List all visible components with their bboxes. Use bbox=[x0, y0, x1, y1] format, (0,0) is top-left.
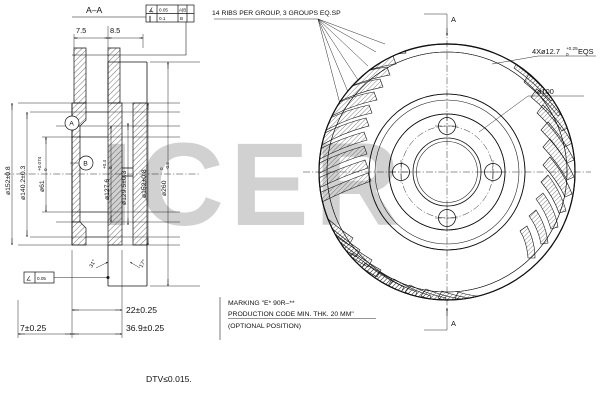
note-line-3: (OPTIONAL POSITION) bbox=[228, 323, 301, 330]
ribs-note-group: 14 RIBS PER GROUP, 3 GROUPS EQ.SP bbox=[212, 10, 386, 105]
dim-label-d61-sub: 0 bbox=[43, 168, 48, 171]
dim-8-5: 8.5 bbox=[110, 26, 120, 35]
fcf-datum-row2: B bbox=[180, 16, 183, 21]
bolt-hole-sup: +0.25 bbox=[566, 46, 578, 51]
datum-b-label: B bbox=[83, 161, 88, 168]
rib-group-3 bbox=[478, 44, 575, 259]
section-title: A–A bbox=[86, 5, 103, 15]
dim-label-d61-sup: +0.074 bbox=[37, 156, 42, 171]
note-line-1: MARKING "E* 90R–** bbox=[228, 300, 295, 307]
chamfer-right-angle: 17° bbox=[139, 259, 148, 269]
fcf-tol-row2: 0.1 bbox=[159, 16, 166, 21]
note-line-2: PRODUCTION CODE MIN. THK. 20 MM" bbox=[228, 311, 354, 318]
dim-7-5: 7.5 bbox=[76, 26, 86, 35]
footer-note: DTV≤0.015. bbox=[146, 374, 192, 384]
bolt-hole-sub: 0 bbox=[566, 52, 569, 57]
ribs-note: 14 RIBS PER GROUP, 3 GROUPS EQ.SP bbox=[212, 10, 341, 17]
section-arrow-top: A bbox=[424, 13, 456, 36]
dim-label-d260: ø260 bbox=[161, 180, 168, 196]
bolt-hole-label: 4Xø12.7 bbox=[532, 47, 560, 56]
pitch-circle-callout: ø100 bbox=[478, 87, 584, 133]
chamfer-left-angle: 31° bbox=[89, 259, 98, 269]
dtv-note: DTV≤0.015. bbox=[146, 374, 192, 384]
feature-control-frame: ∡ 0.05 A|B ∥ 0.1 B bbox=[145, 4, 195, 23]
dim-label-d140: ø140.2±0.3 bbox=[20, 165, 27, 200]
dim-label-d260-sup: 0 bbox=[159, 167, 164, 170]
bolt-hole-callout: 4Xø12.7 +0.25 0 EQS bbox=[491, 46, 596, 65]
flatness-frame: ∠ 0.05 bbox=[23, 271, 110, 284]
flatness-value: 0.05 bbox=[37, 276, 46, 281]
fcf-tol-row1: 0.05 bbox=[159, 8, 168, 13]
section-arrow-bottom: A bbox=[424, 308, 456, 331]
dim-label-d127: ø127.6 bbox=[104, 179, 111, 200]
dim-label-d129: ø129.5±0.3 bbox=[121, 170, 128, 205]
section-arrow-bottom-label: A bbox=[451, 319, 456, 328]
notes-block: MARKING "E* 90R–** PRODUCTION CODE MIN. … bbox=[219, 297, 376, 340]
dim-7: 7±0.25 bbox=[20, 323, 46, 333]
section-arrow-top-label: A bbox=[451, 15, 456, 24]
dim-label-d260-sub: -0.5 bbox=[165, 162, 170, 170]
flatness-symbol: ∠ bbox=[26, 276, 32, 283]
dim-label-d152-left: ø152±0.8 bbox=[5, 166, 12, 195]
datum-a: A bbox=[64, 115, 80, 140]
dim-22: 22±0.25 bbox=[126, 305, 157, 315]
datum-a-label: A bbox=[69, 121, 74, 128]
top-dimensions: 7.5 8.5 bbox=[73, 26, 144, 48]
fcf-symbol-row2: ∥ bbox=[149, 16, 152, 23]
pitch-circle-label: ø100 bbox=[537, 87, 554, 96]
fcf-symbol-row1: ∡ bbox=[149, 7, 155, 14]
bottom-dimensions: 22±0.25 7±0.25 36.9±0.25 bbox=[17, 250, 164, 338]
dim-36-9: 36.9±0.25 bbox=[126, 323, 164, 333]
bolt-hole-suffix: EQS bbox=[578, 47, 594, 56]
section-view-aa: A–A ∡ 0.05 A|B ∥ 0.1 B bbox=[4, 4, 200, 338]
fcf-datum-row1: A|B bbox=[179, 8, 186, 13]
datum-b: B bbox=[70, 155, 94, 171]
dim-label-d61: ø61 bbox=[39, 180, 46, 192]
chamfer-annotations: 31° 17° bbox=[89, 259, 148, 269]
section-geometry bbox=[4, 47, 200, 287]
dim-label-d127-sup: +0.4 bbox=[102, 159, 107, 169]
